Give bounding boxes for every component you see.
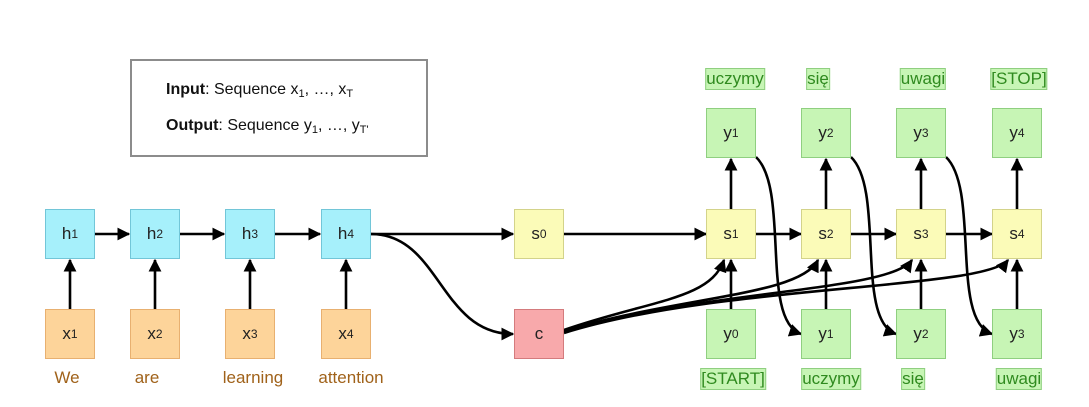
output-sub1: 1 xyxy=(311,124,318,136)
output-word-3: uwagi xyxy=(899,68,947,90)
arrow-y2-feedback xyxy=(850,156,898,337)
io-legend-box: Input: Sequence x1, …, xT Output: Sequen… xyxy=(130,59,428,157)
source-word-1: We xyxy=(54,368,80,387)
context-vector-c: c xyxy=(514,309,564,359)
out-y3-base: y xyxy=(913,123,922,142)
s0-base: s xyxy=(531,224,540,243)
arrow-y1-feedback xyxy=(755,156,803,337)
arrow-c-s1 xyxy=(563,258,727,332)
input-text: : Sequence x xyxy=(205,81,299,98)
in-y0-base: y xyxy=(723,324,732,343)
input-word-3: się xyxy=(901,368,925,390)
input-description: Input: Sequence x1, …, xT xyxy=(166,81,354,100)
out-y4-base: y xyxy=(1009,123,1018,142)
output-text: : Sequence y xyxy=(218,117,312,134)
out-y1-base: y xyxy=(723,123,732,142)
in-y3-base: y xyxy=(1009,324,1018,343)
h4-base: h xyxy=(337,224,348,243)
source-word-3: learning xyxy=(222,368,284,387)
source-word-4: attention xyxy=(318,368,384,387)
output-label: Output xyxy=(166,117,219,134)
x4-base: x xyxy=(338,324,347,343)
x1-base: x xyxy=(62,324,71,343)
arrow-y3-feedback xyxy=(945,156,994,337)
in-y2-base: y xyxy=(913,324,922,343)
input-word-1: [START] xyxy=(700,368,766,390)
arrow-c-s4 xyxy=(563,258,1010,335)
out-y2-base: y xyxy=(818,123,827,142)
input-mid: , …, x xyxy=(304,81,347,98)
x2-base: x xyxy=(147,324,156,343)
output-mid: , …, y xyxy=(317,117,360,134)
h1-base: h xyxy=(61,224,72,243)
output-sub2: T' xyxy=(359,124,369,136)
s1-base: s xyxy=(723,224,732,243)
source-word-2: are xyxy=(134,368,160,387)
arrow-h4-c xyxy=(370,232,515,341)
x3-base: x xyxy=(242,324,251,343)
h3-base: h xyxy=(241,224,252,243)
s3-base: s xyxy=(913,224,922,243)
in-y1-base: y xyxy=(818,324,827,343)
output-description: Output: Sequence y1, …, yT' xyxy=(166,117,369,136)
input-word-2: uczymy xyxy=(801,368,861,390)
h2-base: h xyxy=(146,224,157,243)
s2-base: s xyxy=(818,224,827,243)
s4-base: s xyxy=(1009,224,1018,243)
input-label: Input xyxy=(166,81,206,98)
output-word-1: uczymy xyxy=(705,68,765,90)
input-word-4: uwagi xyxy=(995,368,1043,390)
output-word-4: [STOP] xyxy=(990,68,1048,90)
input-sub1: 1 xyxy=(298,88,305,100)
context-label: c xyxy=(534,324,544,343)
input-sub2: T xyxy=(346,88,354,100)
output-word-2: się xyxy=(806,68,830,90)
